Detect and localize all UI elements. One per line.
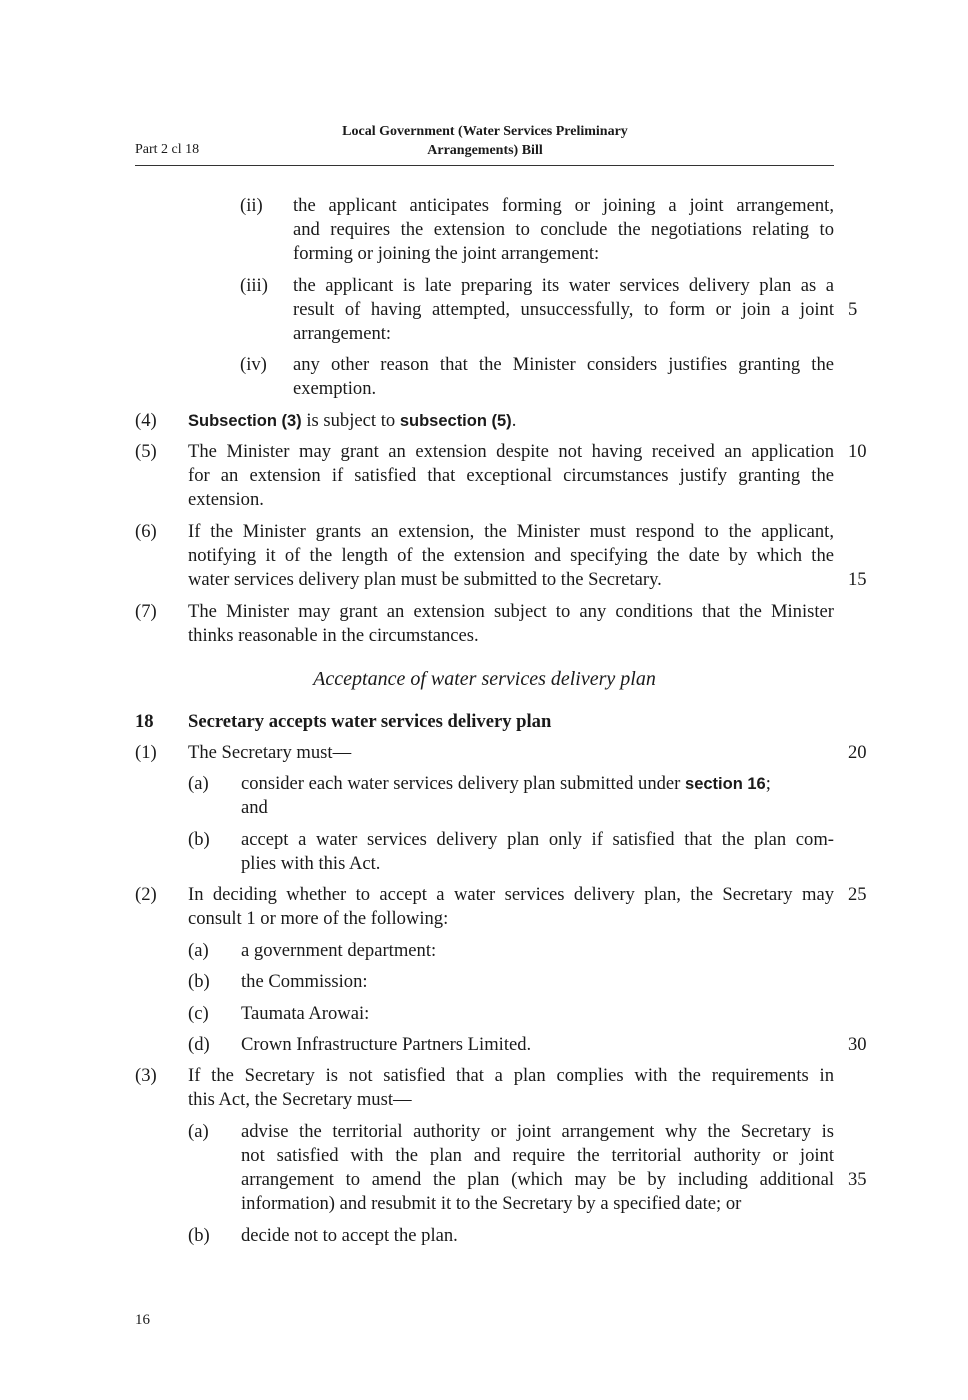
text-line: not satisfied with the plan and require … (241, 1145, 834, 1166)
text-line: In deciding whether to accept a water se… (188, 884, 834, 905)
subsection-label: (4) (135, 410, 157, 431)
text-line: consult 1 or more of the following: (188, 908, 449, 929)
text-line: Crown Infrastructure Partners Limited. (241, 1034, 532, 1055)
text-line: arrangement: (293, 323, 392, 344)
text-line: consider each water services delivery pl… (241, 773, 771, 794)
text-line: thinks reasonable in the circumstances. (188, 625, 479, 646)
subsection-label: (3) (135, 1065, 157, 1086)
item-label: (c) (188, 1003, 209, 1024)
bill-title-line-1: Local Government (Water Services Prelimi… (342, 124, 628, 139)
header-divider (135, 165, 834, 166)
item-label: (a) (188, 773, 209, 794)
subsection-label: (2) (135, 884, 157, 905)
cross-reference-link[interactable]: Subsection (3) (188, 412, 302, 430)
text-line: forming or joining the joint arrangement… (293, 243, 600, 264)
text-line: decide not to accept the plan. (241, 1225, 458, 1246)
page-number: 16 (135, 1312, 150, 1328)
subsection-label: (5) (135, 441, 157, 462)
text-line: water services delivery plan must be sub… (188, 569, 662, 590)
cross-heading: Acceptance of water services delivery pl… (313, 668, 656, 690)
item-label: (b) (188, 971, 210, 992)
text-line: Taumata Arowai: (241, 1003, 370, 1024)
line-number: 25 (848, 884, 867, 905)
line-number: 5 (848, 299, 858, 320)
subsection-label: (6) (135, 521, 157, 542)
text-line: accept a water services delivery plan on… (241, 829, 834, 850)
section-title: Secretary accepts water services deliver… (188, 711, 552, 732)
item-label: (a) (188, 940, 209, 961)
text-line: a government department: (241, 940, 437, 961)
item-label: (iii) (240, 275, 268, 296)
text-line: and (241, 797, 268, 818)
section-number: 18 (135, 711, 154, 732)
bill-title-line-2: Arrangements) Bill (427, 143, 543, 158)
text-line: the Commission: (241, 971, 368, 992)
item-label: (b) (188, 1225, 210, 1246)
text-line: the applicant anticipates forming or joi… (293, 195, 834, 216)
text-line: for an extension if satisfied that excep… (188, 465, 834, 486)
line-number: 10 (848, 441, 867, 462)
text-line: and requires the extension to conclude t… (293, 219, 834, 240)
item-label: (d) (188, 1034, 210, 1055)
text-line: arrangement to amend the plan (which may… (241, 1169, 834, 1190)
item-label: (a) (188, 1121, 209, 1142)
line-number: 15 (848, 569, 867, 590)
text-line: The Minister may grant an extension subj… (188, 601, 834, 622)
text-line: Subsection (3) is subject to subsection … (188, 410, 517, 431)
text-line: If the Secretary is not satisfied that a… (188, 1065, 834, 1086)
item-label: (b) (188, 829, 210, 850)
text-line: notifying it of the length of the extens… (188, 545, 834, 566)
text-line: The Minister may grant an extension desp… (188, 441, 834, 462)
text-line: result of having attempted, unsuccessful… (293, 299, 834, 320)
item-label: (iv) (240, 354, 267, 375)
text-line: the applicant is late preparing its wate… (293, 275, 834, 296)
line-number: 20 (848, 742, 867, 763)
text-line: information) and resubmit it to the Secr… (241, 1193, 742, 1214)
line-number: 35 (848, 1169, 867, 1190)
subsection-label: (1) (135, 742, 157, 763)
cross-reference-link[interactable]: section 16 (685, 775, 766, 793)
text-line: advise the territorial authority or join… (241, 1121, 834, 1142)
bill-title: Local Government (Water Services Prelimi… (285, 122, 685, 160)
subsection-label: (7) (135, 601, 157, 622)
text-line: exemption. (293, 378, 377, 399)
text-line: If the Minister grants an extension, the… (188, 521, 834, 542)
text-line: any other reason that the Minister consi… (293, 354, 834, 375)
text-line: this Act, the Secretary must— (188, 1089, 412, 1110)
part-clause-reference: Part 2 cl 18 (135, 142, 200, 157)
text-line: plies with this Act. (241, 853, 381, 874)
text-line: extension. (188, 489, 264, 510)
cross-reference-link[interactable]: subsection (5) (399, 412, 512, 430)
line-number: 30 (848, 1034, 867, 1055)
text-line: The Secretary must— (188, 742, 352, 763)
item-label: (ii) (240, 195, 263, 216)
